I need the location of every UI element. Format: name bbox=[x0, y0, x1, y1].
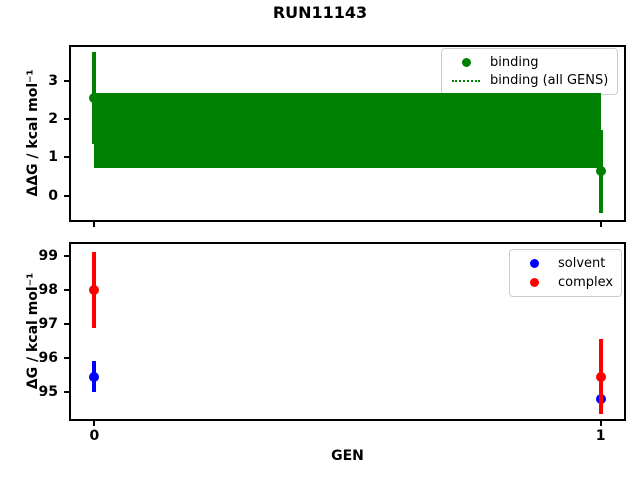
y-tick-mark bbox=[64, 323, 69, 325]
y-tick-label: 95 bbox=[38, 384, 58, 401]
data-point bbox=[595, 371, 606, 382]
dotted-line-icon bbox=[452, 79, 480, 82]
legend-handle bbox=[518, 259, 550, 268]
data-point bbox=[595, 166, 606, 177]
x-tick-mark bbox=[599, 421, 602, 426]
y-tick-mark bbox=[64, 156, 69, 159]
figure-title: RUN11143 bbox=[272, 3, 368, 22]
y-tick-mark bbox=[64, 194, 69, 197]
legend-label: complex bbox=[558, 275, 614, 290]
y-tick-label: 97 bbox=[38, 316, 58, 332]
y-tick-label: 3 bbox=[48, 72, 58, 89]
legend-item-binding: binding bbox=[450, 53, 609, 72]
legend-handle bbox=[450, 79, 482, 82]
plot-frame bbox=[69, 45, 626, 222]
binding-legend: binding binding (all GENS) bbox=[441, 48, 618, 95]
x-tick-label: 1 bbox=[595, 428, 606, 444]
y-tick-label: 0 bbox=[48, 187, 58, 204]
plot-frame bbox=[69, 242, 626, 421]
data-point bbox=[89, 284, 100, 295]
data-point bbox=[89, 371, 100, 382]
x-tick-label: 0 bbox=[89, 428, 100, 444]
data-point bbox=[89, 92, 100, 103]
x-tick-mark bbox=[93, 421, 96, 426]
y-tick-mark bbox=[64, 357, 69, 360]
legend-item-solvent: solvent bbox=[518, 254, 613, 273]
y-tick-label: 1 bbox=[48, 149, 58, 166]
complex-marker-icon bbox=[529, 278, 539, 287]
legend-item-complex: complex bbox=[518, 273, 613, 292]
binding-marker-icon bbox=[461, 57, 471, 67]
y-tick-mark bbox=[64, 254, 69, 257]
legend-handle bbox=[450, 57, 482, 67]
y-tick-mark bbox=[64, 391, 69, 394]
legend-item-binding-all-gens: binding (all GENS) bbox=[450, 72, 609, 91]
y-tick-mark bbox=[64, 288, 69, 291]
legend-handle bbox=[518, 278, 550, 287]
y-tick-label: 96 bbox=[38, 350, 58, 367]
y-tick-mark bbox=[64, 79, 69, 82]
dg-legend: solvent complex bbox=[509, 249, 622, 297]
y-tick-label: 2 bbox=[48, 110, 58, 127]
y-tick-mark bbox=[64, 117, 69, 120]
mean-dotted-line bbox=[94, 129, 601, 132]
x-axis-label: GEN bbox=[331, 448, 364, 464]
legend-label: binding (all GENS) bbox=[490, 73, 609, 89]
legend-label: solvent bbox=[558, 256, 606, 271]
solvent-marker-icon bbox=[529, 259, 539, 268]
y-tick-label: 98 bbox=[38, 281, 58, 298]
legend-label: binding bbox=[490, 54, 539, 70]
x-tick-mark bbox=[93, 222, 96, 227]
x-tick-mark bbox=[599, 222, 602, 227]
y-tick-label: 99 bbox=[38, 247, 58, 264]
